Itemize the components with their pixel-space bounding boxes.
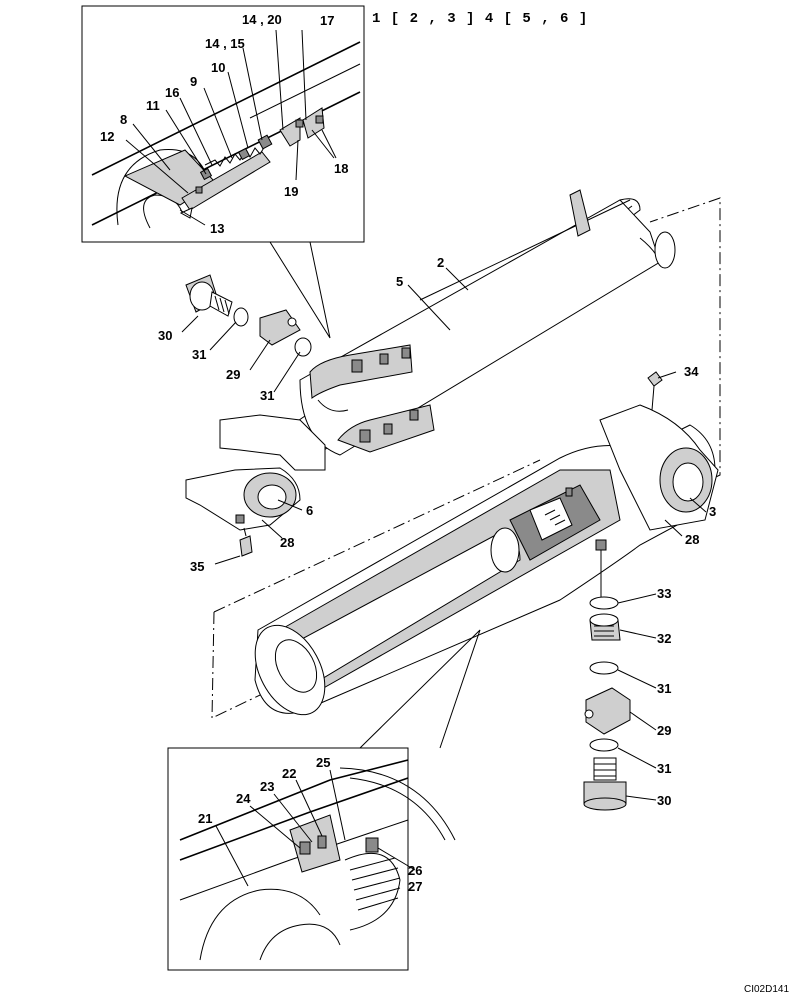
diagram-header: 1 [ 2 , 3 ] 4 [ 5 , 6 ] — [372, 11, 588, 27]
callout-29-left: 29 — [226, 367, 240, 382]
callout-30-left: 30 — [158, 328, 172, 343]
callout-28-right: 28 — [685, 532, 699, 547]
callout-30-right: 30 — [657, 793, 671, 808]
callout-27: 27 — [408, 879, 422, 894]
drawing-code: CI02D141 — [744, 984, 789, 995]
port-fittings-right — [583, 596, 631, 811]
callout-16: 16 — [165, 85, 179, 100]
callout-22: 22 — [282, 766, 296, 781]
callout-23: 23 — [260, 779, 274, 794]
callout-5: 5 — [396, 274, 403, 289]
callout-29-right: 29 — [657, 723, 671, 738]
port-fittings-left — [185, 274, 312, 357]
callout-14-20: 14 , 20 — [242, 12, 282, 27]
callout-9: 9 — [190, 74, 197, 89]
detail-inset-bottom — [167, 629, 481, 971]
callout-12: 12 — [100, 129, 114, 144]
callout-13: 13 — [210, 221, 224, 236]
callout-32: 32 — [657, 631, 671, 646]
rod-assembly — [185, 189, 676, 531]
callout-33: 33 — [657, 586, 671, 601]
grease-nipple-35 — [239, 527, 253, 557]
callout-34: 34 — [684, 364, 699, 379]
cylinder-tube — [211, 197, 721, 719]
leaders-bottom-inset — [215, 769, 416, 887]
callout-21: 21 — [198, 811, 212, 826]
callout-8: 8 — [120, 112, 127, 127]
callout-25: 25 — [316, 755, 330, 770]
callout-10: 10 — [211, 60, 225, 75]
callout-24: 24 — [236, 791, 251, 806]
callout-35: 35 — [190, 559, 204, 574]
callout-6: 6 — [306, 503, 313, 518]
callout-31-right-a: 31 — [657, 681, 671, 696]
callout-2: 2 — [437, 255, 444, 270]
callout-19: 19 — [284, 184, 298, 199]
callout-26: 26 — [408, 863, 422, 878]
callout-11: 11 — [146, 98, 160, 113]
leaders-top-inset — [125, 29, 337, 226]
callout-18: 18 — [334, 161, 348, 176]
callout-17: 17 — [320, 13, 334, 28]
callout-31-left-a: 31 — [192, 347, 206, 362]
callout-3: 3 — [709, 504, 716, 519]
callout-28-left: 28 — [280, 535, 294, 550]
callout-31-left-b: 31 — [260, 388, 274, 403]
leaders-main — [181, 267, 707, 801]
callout-labels: 14 , 20 17 14 , 15 10 9 16 11 8 12 18 19… — [100, 12, 716, 894]
callout-31-right-b: 31 — [657, 761, 671, 776]
callout-14-15: 14 , 15 — [205, 36, 245, 51]
